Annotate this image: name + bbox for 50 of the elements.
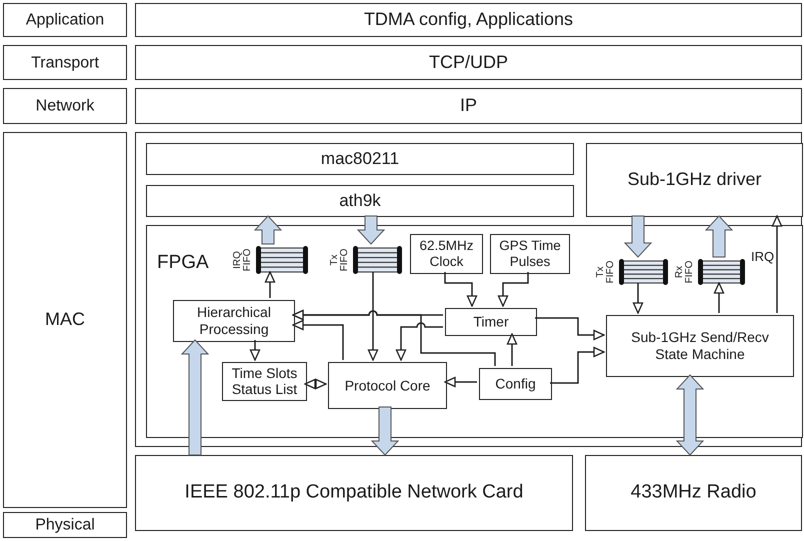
fifo-buffer: Rx FIFO xyxy=(674,259,747,285)
fifo-buffer: IRQ FIFO xyxy=(232,246,310,274)
arrow xyxy=(304,378,327,390)
arrow xyxy=(292,310,496,366)
arrow xyxy=(396,322,443,361)
layer-label: Physical xyxy=(3,512,127,538)
region-box xyxy=(135,132,802,447)
arrow xyxy=(444,272,478,307)
block-arrow xyxy=(180,339,210,456)
block-arrow xyxy=(370,406,400,456)
arrow xyxy=(498,272,529,307)
arrow xyxy=(772,215,782,313)
block-box: Sub-1GHz Send/Recv State Machine xyxy=(606,315,794,377)
arrow xyxy=(506,333,518,366)
layer-label: Transport xyxy=(3,45,127,80)
block-box: Time Slots Status List xyxy=(222,362,307,401)
block-box: mac80211 xyxy=(146,143,574,175)
block-box: ath9k xyxy=(146,185,574,217)
edge-label: IRQ xyxy=(750,248,776,264)
fifo-buffer: Tx FIFO xyxy=(329,246,404,274)
block-box: Sub-1GHz driver xyxy=(586,143,803,217)
block-box: Timer xyxy=(445,308,537,336)
block-arrow xyxy=(704,215,734,258)
block-box: 433MHz Radio xyxy=(585,455,802,531)
block-box: Config xyxy=(479,368,552,400)
block-arrow xyxy=(356,216,386,245)
layer-label: MAC xyxy=(3,132,127,508)
block-box: Hierarchical Processing xyxy=(173,300,295,342)
arrow xyxy=(632,283,644,314)
block-box: TCP/UDP xyxy=(135,45,802,80)
layer-label: Application xyxy=(3,3,127,37)
block-arrow xyxy=(676,374,704,456)
block-arrow xyxy=(254,215,282,244)
arrow xyxy=(250,340,260,361)
block-box: TDMA config, Applications xyxy=(135,3,802,37)
arrow xyxy=(444,376,477,388)
arrow xyxy=(368,272,378,361)
fifo-buffer: Tx FIFO xyxy=(595,259,670,285)
arrow xyxy=(535,317,605,340)
block-box: IP xyxy=(135,88,802,124)
block-box: GPS Time Pulses xyxy=(490,234,570,274)
block-box: Protocol Core xyxy=(328,362,447,409)
layer-label: Network xyxy=(3,88,127,124)
arrow xyxy=(550,346,605,384)
arrow xyxy=(264,271,276,298)
block-box: 62.5MHz Clock xyxy=(410,234,483,274)
block-arrow xyxy=(624,216,652,258)
arrow xyxy=(292,320,344,360)
block-box: IEEE 802.11p Compatible Network Card xyxy=(135,455,573,531)
arrow xyxy=(714,282,724,313)
